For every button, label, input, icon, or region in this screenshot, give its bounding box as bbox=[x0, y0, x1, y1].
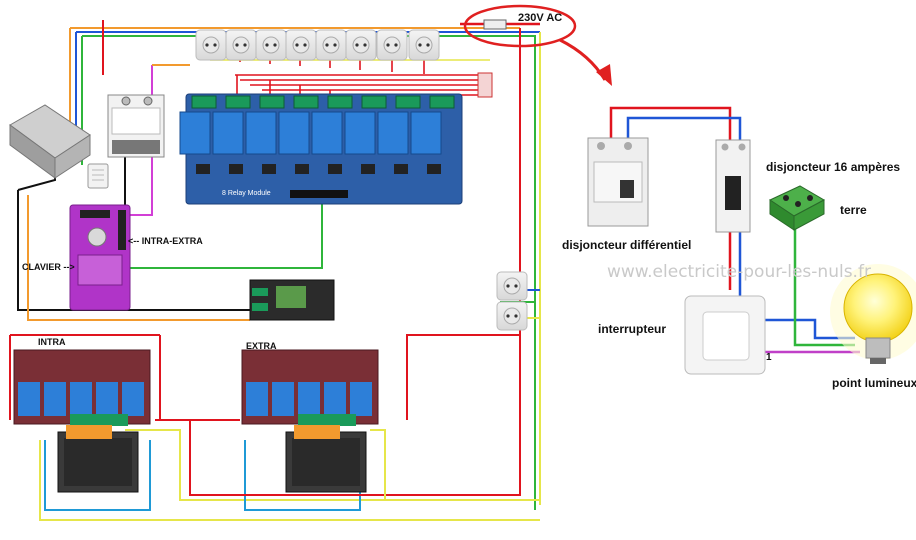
outlet-column-right bbox=[496, 271, 528, 331]
wire-one-label: 1 bbox=[766, 352, 772, 363]
outlet bbox=[255, 29, 287, 61]
outlet bbox=[285, 29, 317, 61]
extra-transformer bbox=[285, 425, 367, 493]
outlet bbox=[225, 29, 257, 61]
extra-label: EXTRA bbox=[246, 341, 277, 351]
arrow-icon bbox=[596, 64, 612, 86]
relay-module-label: 8 Relay Module bbox=[222, 190, 271, 197]
light-bulb bbox=[830, 264, 916, 364]
aux-board bbox=[249, 279, 335, 321]
breaker-16a-label: disjoncteur 16 ampères bbox=[766, 160, 901, 174]
outlet bbox=[345, 29, 377, 61]
intra-transformer bbox=[57, 425, 139, 493]
power-supply bbox=[9, 104, 91, 179]
ac-input-highlight bbox=[463, 4, 612, 86]
terre-label: terre bbox=[840, 203, 867, 217]
switch-label: interrupteur bbox=[598, 322, 667, 336]
lamp-label: point lumineux bbox=[832, 376, 916, 390]
intra-relay-board bbox=[13, 349, 151, 426]
outlet bbox=[195, 29, 227, 61]
controller-board bbox=[69, 204, 131, 311]
website-watermark: www.electricite-pour-les-nuls.fr bbox=[607, 262, 871, 282]
temperature-sensor bbox=[87, 163, 109, 189]
outlet bbox=[496, 271, 528, 301]
relay-module-8 bbox=[179, 93, 463, 205]
outlet bbox=[496, 301, 528, 331]
intra-label: INTRA bbox=[38, 337, 66, 347]
earth-terminal bbox=[768, 185, 826, 231]
terminal-strip bbox=[477, 72, 493, 98]
rcd-label: disjoncteur différentiel bbox=[562, 238, 692, 252]
intra-extra-label: <-- INTRA-EXTRA bbox=[128, 236, 203, 246]
light-switch bbox=[684, 295, 766, 375]
outlet bbox=[408, 29, 440, 61]
clavier-label: CLAVIER --> bbox=[22, 262, 75, 272]
extra-relay-board bbox=[241, 349, 379, 426]
outlet bbox=[376, 29, 408, 61]
outlet bbox=[315, 29, 347, 61]
breaker-16a bbox=[715, 139, 751, 233]
rcd-breaker bbox=[587, 137, 649, 227]
wires-right bbox=[609, 106, 860, 354]
outlet-row-top bbox=[195, 29, 440, 61]
ac-input-label: 230V AC bbox=[518, 12, 563, 24]
relay-block bbox=[179, 111, 442, 155]
solid-state-relay bbox=[107, 94, 165, 158]
